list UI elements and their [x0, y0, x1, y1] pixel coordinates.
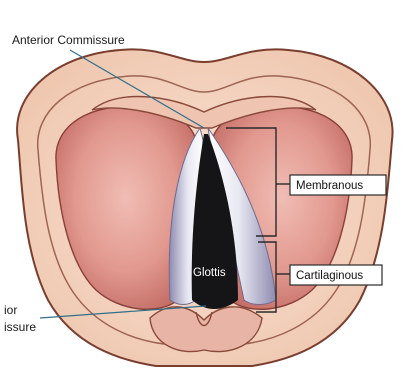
posterior-commissure-label-line1: ior [4, 303, 17, 317]
cartilaginous-label: Cartilaginous [296, 270, 363, 282]
glottis-label: Glottis [193, 267, 226, 279]
anterior-commissure-label: Anterior Commissure [12, 33, 125, 47]
posterior-commissure-label-line2: issure [4, 320, 36, 334]
membranous-label: Membranous [296, 180, 363, 192]
